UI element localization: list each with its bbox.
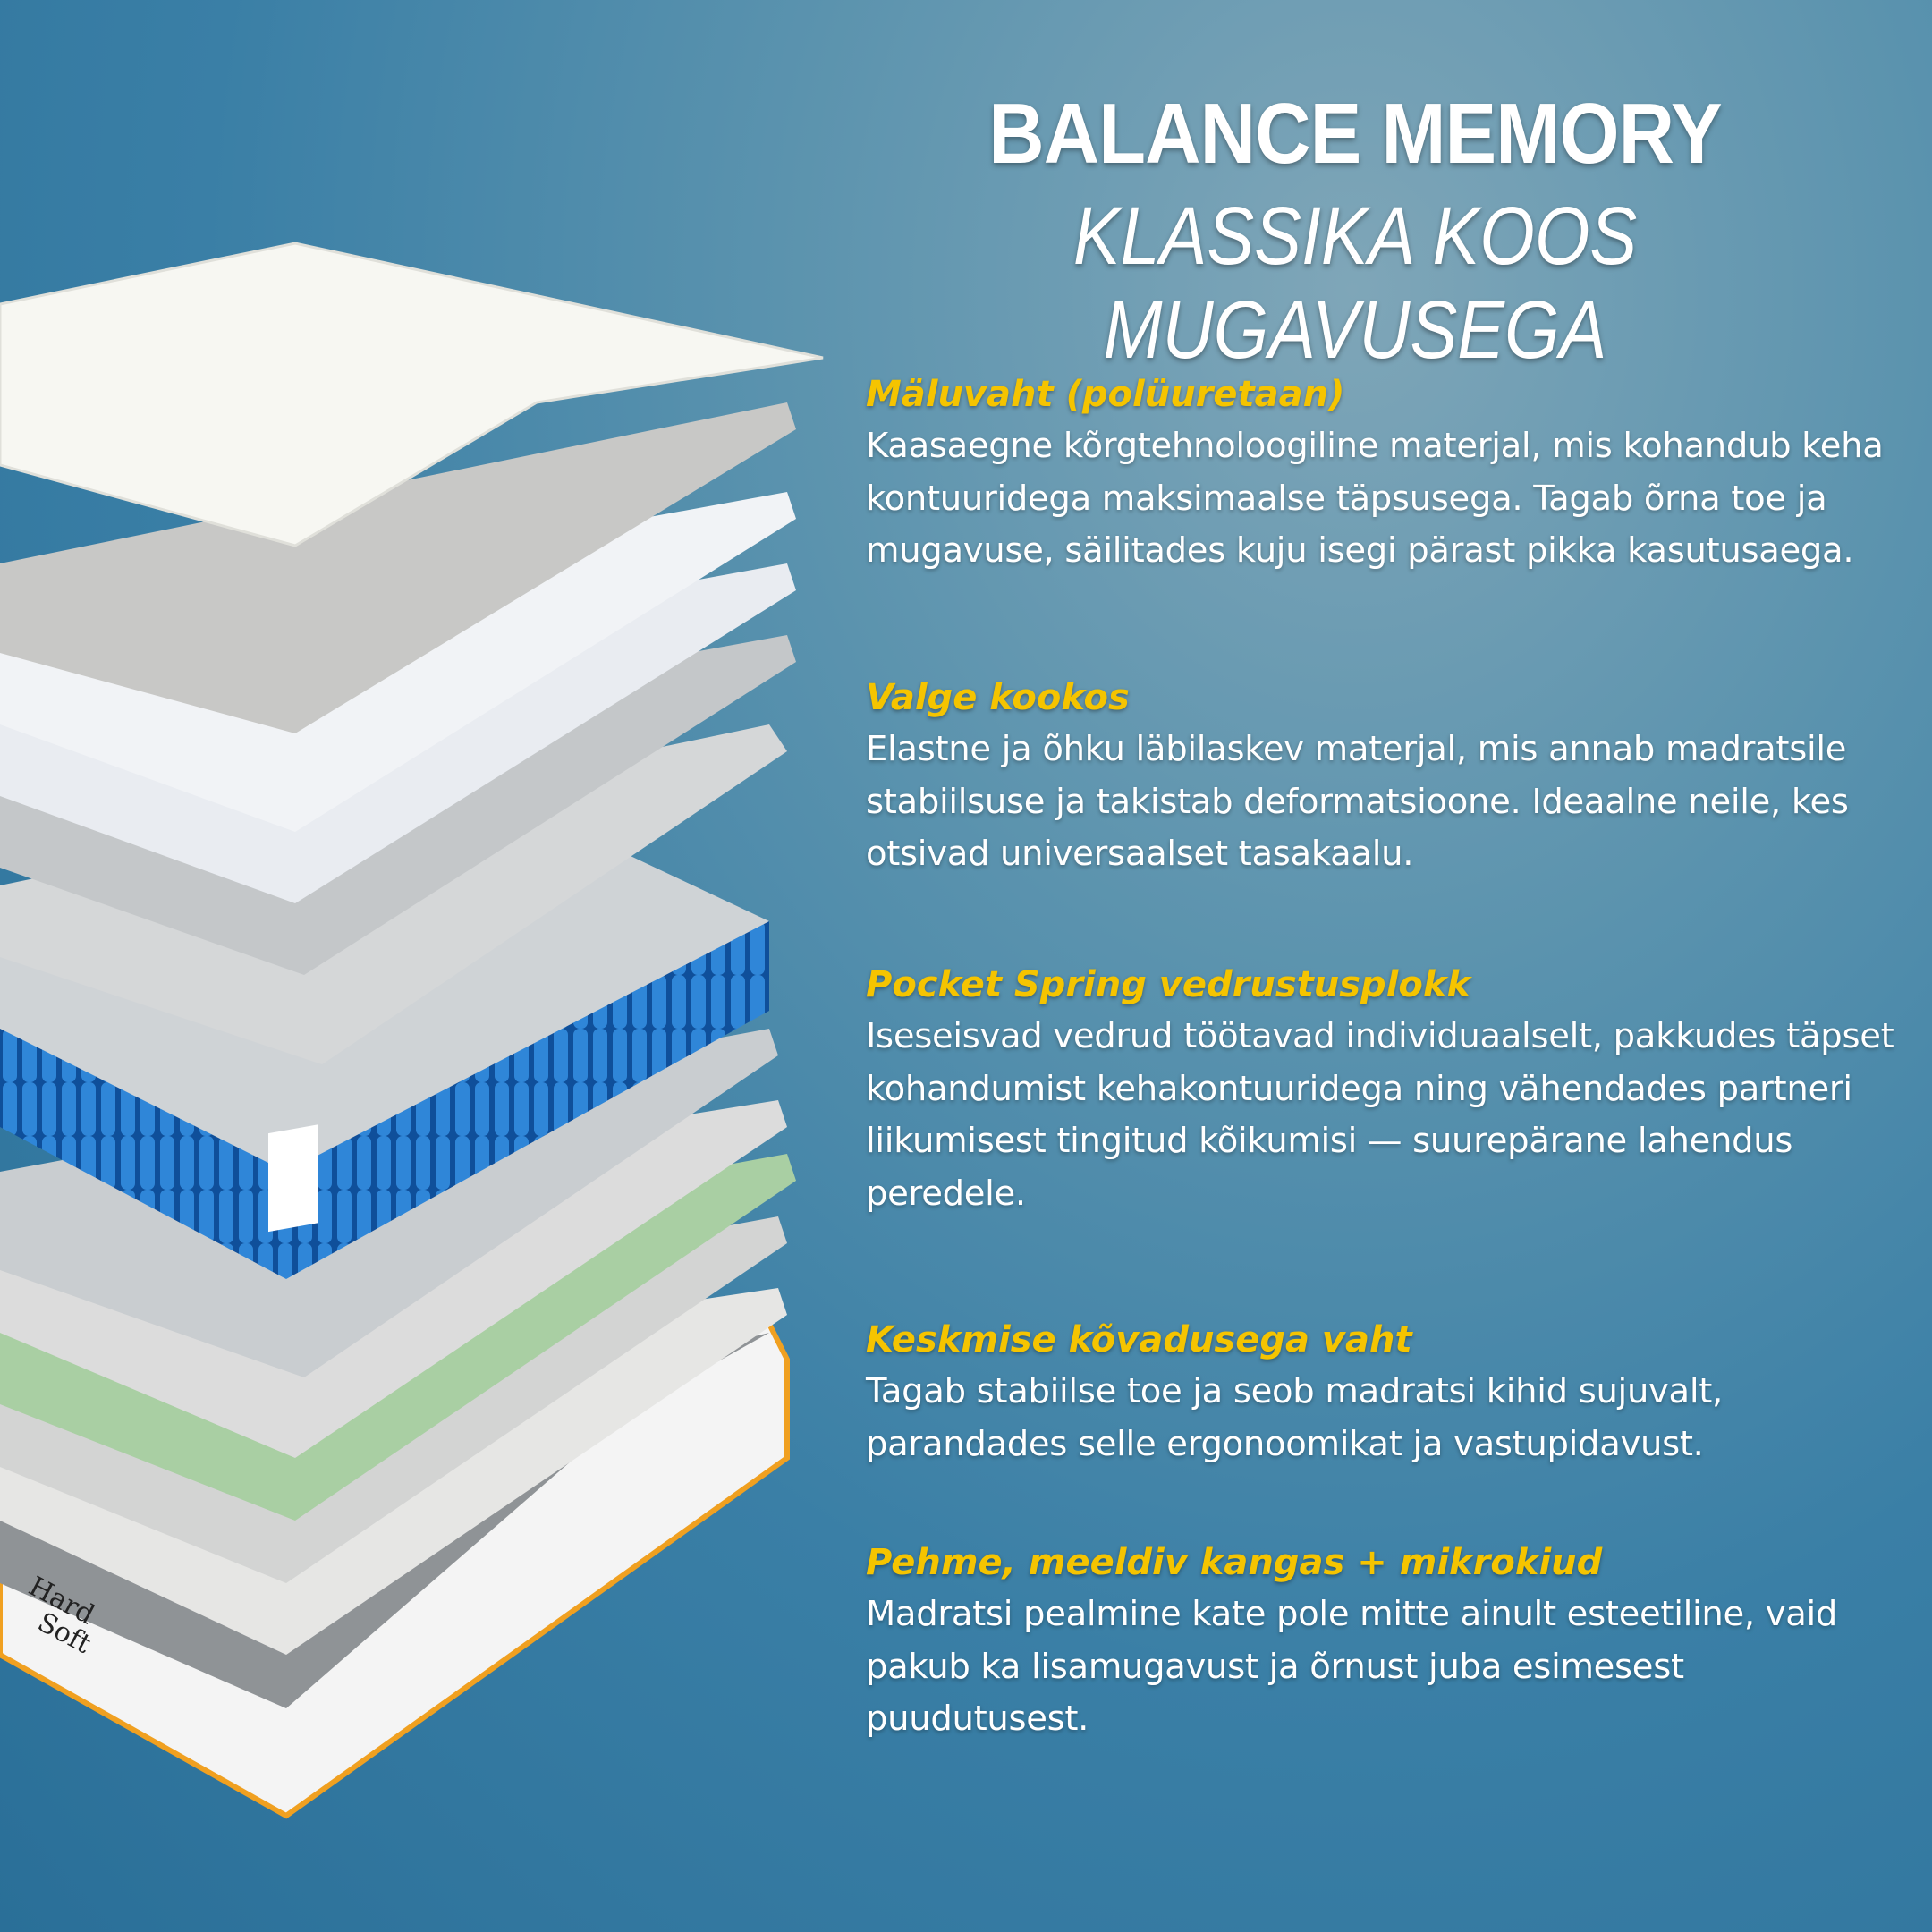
mattress-layers-illustration: Hard Soft bbox=[0, 242, 824, 1819]
layer-memory-foam bbox=[0, 402, 796, 733]
layer-text-line: pakub ka lisamugavust ja õrnust juba esi… bbox=[866, 1646, 1684, 1687]
layer-text-line: liikumisest tingitud kõikumisi — suurepä… bbox=[866, 1121, 1793, 1161]
layer-text-line: puudutusest. bbox=[866, 1699, 1089, 1739]
layer-text-line: Iseseisvad vedrud töötavad individuaalse… bbox=[866, 1016, 1894, 1056]
layer-text-line: Elastne ja õhku läbilaskev materjal, mis… bbox=[866, 729, 1847, 769]
layer-heading: Mäluvaht (polüuretaan) bbox=[866, 374, 1345, 415]
layer-heading: Pocket Spring vedrustusplokk bbox=[866, 964, 1471, 1005]
layer-text-line: Madratsi pealmine kate pole mitte ainult… bbox=[866, 1594, 1838, 1634]
layer-text-line: stabiilsuse ja takistab deformatsioone. … bbox=[866, 781, 1849, 822]
layer-text-line: peredele. bbox=[866, 1173, 1026, 1214]
layer-text-line: otsivad universaalset tasakaalu. bbox=[866, 834, 1414, 874]
layer-text-line: Tagab stabiilse toe ja seob madratsi kih… bbox=[866, 1371, 1723, 1411]
layer-text-line: Kaasaegne kõrgtehnoloogiline materjal, m… bbox=[866, 426, 1884, 466]
product-title: BALANCE MEMORY bbox=[988, 86, 1722, 182]
layer-heading: Valge kookos bbox=[866, 677, 1130, 718]
layer-description-medium-foam: Keskmise kõvadusega vaht Tagab stabiilse… bbox=[866, 1314, 1723, 1470]
product-subtitle: KLASSIKA KOOS MUGAVUSEGA bbox=[1072, 191, 1638, 376]
layer-text-line: mugavuse, säilitades kuju isegi pärast p… bbox=[866, 530, 1854, 571]
layer-text-line: kohandumist kehakontuuridega ning vähend… bbox=[866, 1068, 1852, 1109]
layer-description-pocket-spring: Pocket Spring vedrustusplokk Iseseisvad … bbox=[866, 959, 1894, 1220]
layer-text-line: parandades selle ergonoomikat ja vastupi… bbox=[866, 1423, 1704, 1464]
layer-heading: Pehme, meeldiv kangas + mikrokiud bbox=[866, 1542, 1603, 1583]
layer-top-cover bbox=[0, 242, 824, 547]
layer-description-cover: Pehme, meeldiv kangas + mikrokiud Madrat… bbox=[866, 1537, 1837, 1746]
layer-description-memory-foam: Mäluvaht (polüuretaan) Kaasaegne kõrgteh… bbox=[866, 369, 1884, 578]
layer-heading: Keskmise kõvadusega vaht bbox=[866, 1319, 1412, 1360]
layer-description-coconut: Valge kookos Elastne ja õhku läbilaskev … bbox=[866, 672, 1849, 881]
layer-text-line: kontuuridega maksimaalse täpsusega. Taga… bbox=[866, 478, 1827, 519]
